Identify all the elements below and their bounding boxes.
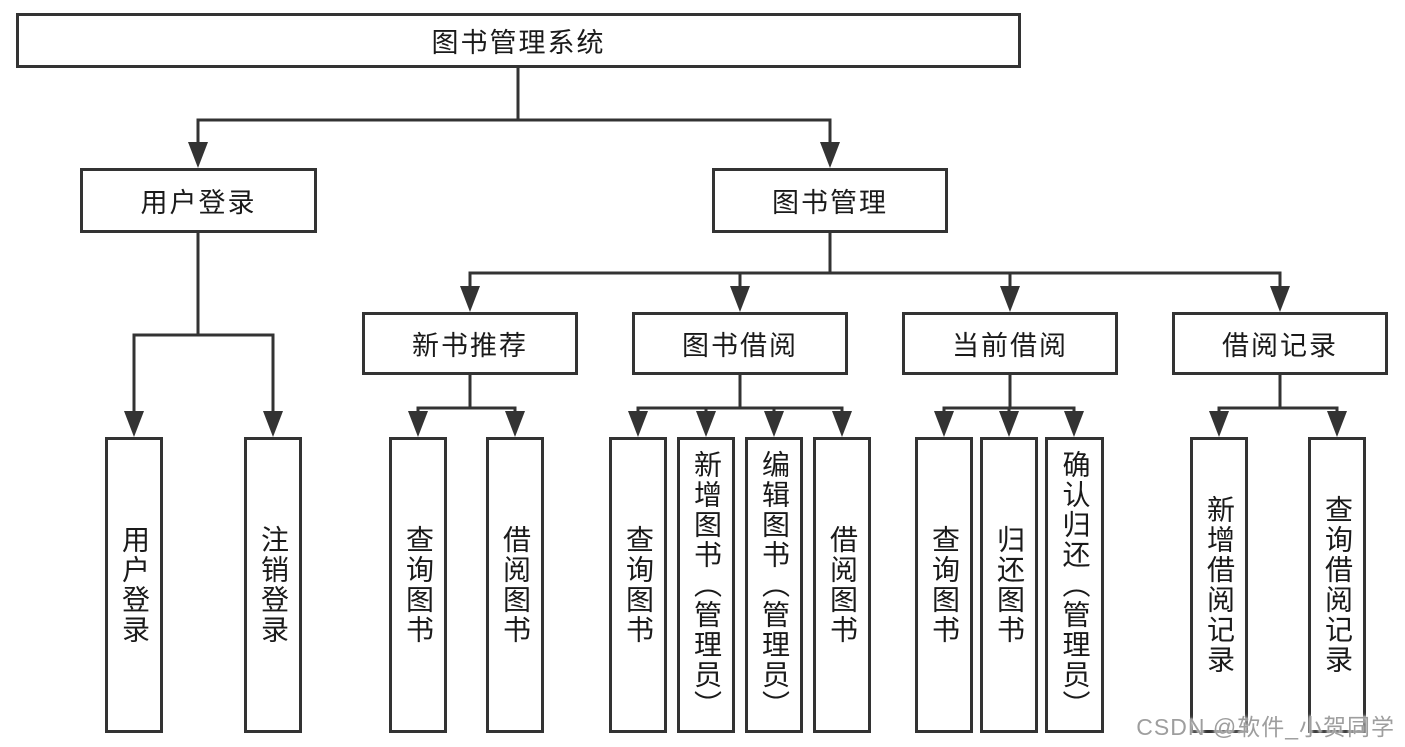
arrowhead [408,411,428,437]
node-borrowing-records: 借阅记录 [1172,312,1388,375]
leaf-current-return-books: 归还图书 [980,437,1038,733]
arrowhead [934,411,954,437]
node-label: 注销登录 [258,525,289,645]
arrowhead [999,411,1019,437]
leaf-records-query-borrow-record: 查询借阅记录 [1308,437,1366,733]
leaf-records-add-borrow-record: 新增借阅记录 [1190,437,1248,733]
arrowhead [1064,411,1084,437]
arrowhead [730,286,750,312]
node-label: 查询图书 [929,525,960,645]
node-user-login: 用户登录 [80,168,317,233]
connector-newbook-split [416,373,517,416]
node-label: 归还图书 [994,525,1025,645]
node-label: 新书推荐 [412,331,528,361]
arrowhead [1000,286,1020,312]
connector-root-to-level2 [196,66,832,146]
leaf-borrowing-edit-books-admin: 编辑图书（管理员） [745,437,803,733]
node-new-book-recommend: 新书推荐 [362,312,578,375]
connector-bookmgmt-to-level3 [468,231,1282,292]
csdn-watermark: CSDN @软件_小贺同学 [1136,714,1395,740]
node-label: 用户登录 [119,525,150,645]
arrowhead [188,142,208,168]
leaf-borrowing-query-books: 查询图书 [609,437,667,733]
node-label: 图书管理 [772,188,888,218]
connector-bookborrow-split [636,373,844,416]
connector-records-split [1217,373,1339,416]
node-label: 用户登录 [140,188,257,218]
connector-userlogin-to-leaves [132,231,275,415]
arrowhead [263,411,283,437]
arrowhead [505,411,525,437]
arrowhead [628,411,648,437]
node-book-borrowing: 图书借阅 [632,312,848,375]
node-label: 图书借阅 [682,331,798,361]
arrowhead [460,286,480,312]
arrowhead [832,411,852,437]
leaf-current-query-books: 查询图书 [915,437,973,733]
leaf-logout-login: 注销登录 [244,437,302,733]
node-current-borrowing: 当前借阅 [902,312,1118,375]
leaf-borrowing-borrow-books: 借阅图书 [813,437,871,733]
node-label: 当前借阅 [952,331,1068,361]
node-label: 借阅图书 [827,525,858,645]
node-label: 编辑图书（管理员） [759,450,790,720]
node-book-management: 图书管理 [712,168,948,233]
node-label: 图书管理系统 [431,28,606,58]
leaf-current-confirm-return-admin: 确认归还（管理员） [1045,437,1104,733]
leaf-borrowing-add-books-admin: 新增图书（管理员） [677,437,735,733]
node-system-root: 图书管理系统 [16,13,1021,68]
arrowhead [1327,411,1347,437]
connector-currentborrow-split [942,373,1076,416]
arrowhead [124,411,144,437]
node-label: 新增图书（管理员） [691,450,722,720]
arrowhead [696,411,716,437]
leaf-recommend-borrow-books: 借阅图书 [486,437,544,733]
leaf-recommend-query-books: 查询图书 [389,437,447,733]
node-label: 查询图书 [623,525,654,645]
arrowhead [820,142,840,168]
node-label: 借阅记录 [1222,331,1338,361]
node-label: 借阅图书 [500,525,531,645]
arrowhead [764,411,784,437]
node-label: 新增借阅记录 [1204,495,1235,675]
node-label: 查询借阅记录 [1322,495,1353,675]
leaf-user-login: 用户登录 [105,437,163,733]
arrowhead [1270,286,1290,312]
node-label: 确认归还（管理员） [1059,450,1091,720]
node-label: 查询图书 [403,525,434,645]
arrowhead [1209,411,1229,437]
